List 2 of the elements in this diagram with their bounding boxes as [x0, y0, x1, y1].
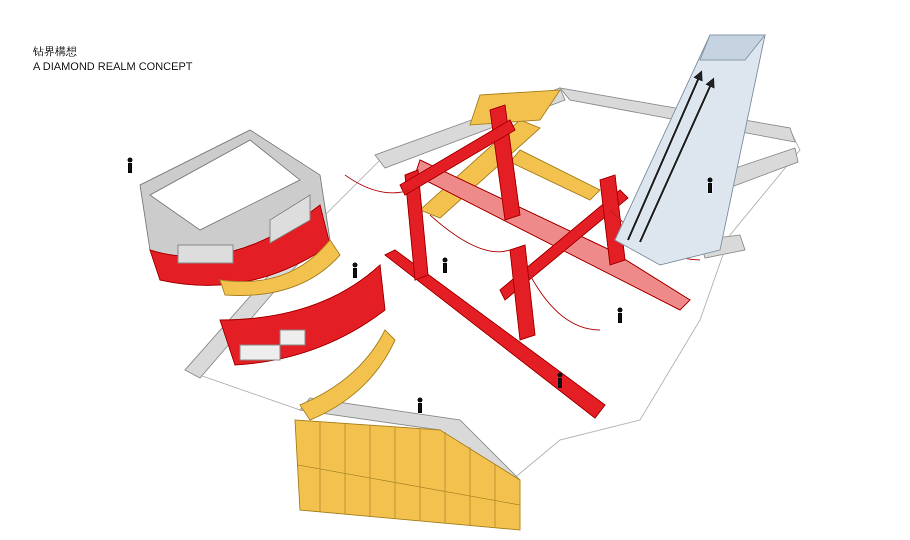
title: 钻界構想	[33, 45, 77, 59]
subtitle: A DIAMOND REALM CONCEPT	[33, 60, 193, 74]
